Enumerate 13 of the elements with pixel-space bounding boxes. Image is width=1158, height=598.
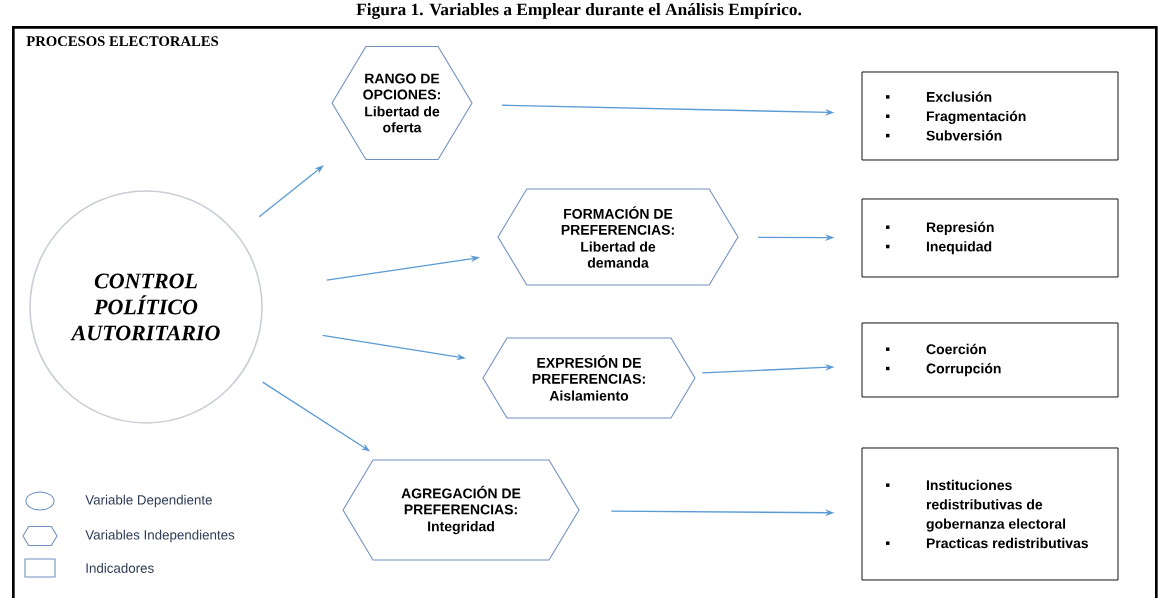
independent-variable-hexagon: EXPRESIÓN DE PREFERENCIAS: Aislamiento: [482, 337, 696, 419]
figure-title: Figura 1. Variables a Emplear durante el Análisis Empírico.: [356, 3, 802, 19]
indicator-box: Exclusión Fragmentación Subversión: [861, 71, 1119, 161]
legend-text: Variable Dependiente: [85, 494, 212, 508]
legend-text: Variables Independientes: [85, 529, 235, 543]
independent-variable-hexagon: RANGO DE OPCIONES: Libertad de oferta: [331, 45, 473, 161]
indicator-box: Coerción Corrupción: [861, 322, 1119, 398]
indicator-box: Represión Inequidad: [861, 198, 1119, 278]
legend-text: Indicadores: [86, 563, 154, 573]
independent-variable-hexagon: AGREGACIÓN DE PREFERENCIAS: Integridad: [342, 459, 580, 561]
independent-variable-hexagon: FORMACIÓN DE PREFERENCIAS: Libertad de demanda: [497, 188, 739, 286]
arrow: [258, 165, 324, 218]
indicator-box: Instituciones redistributivas de gobernanza electoral Practicas redistributivas: [861, 447, 1119, 581]
